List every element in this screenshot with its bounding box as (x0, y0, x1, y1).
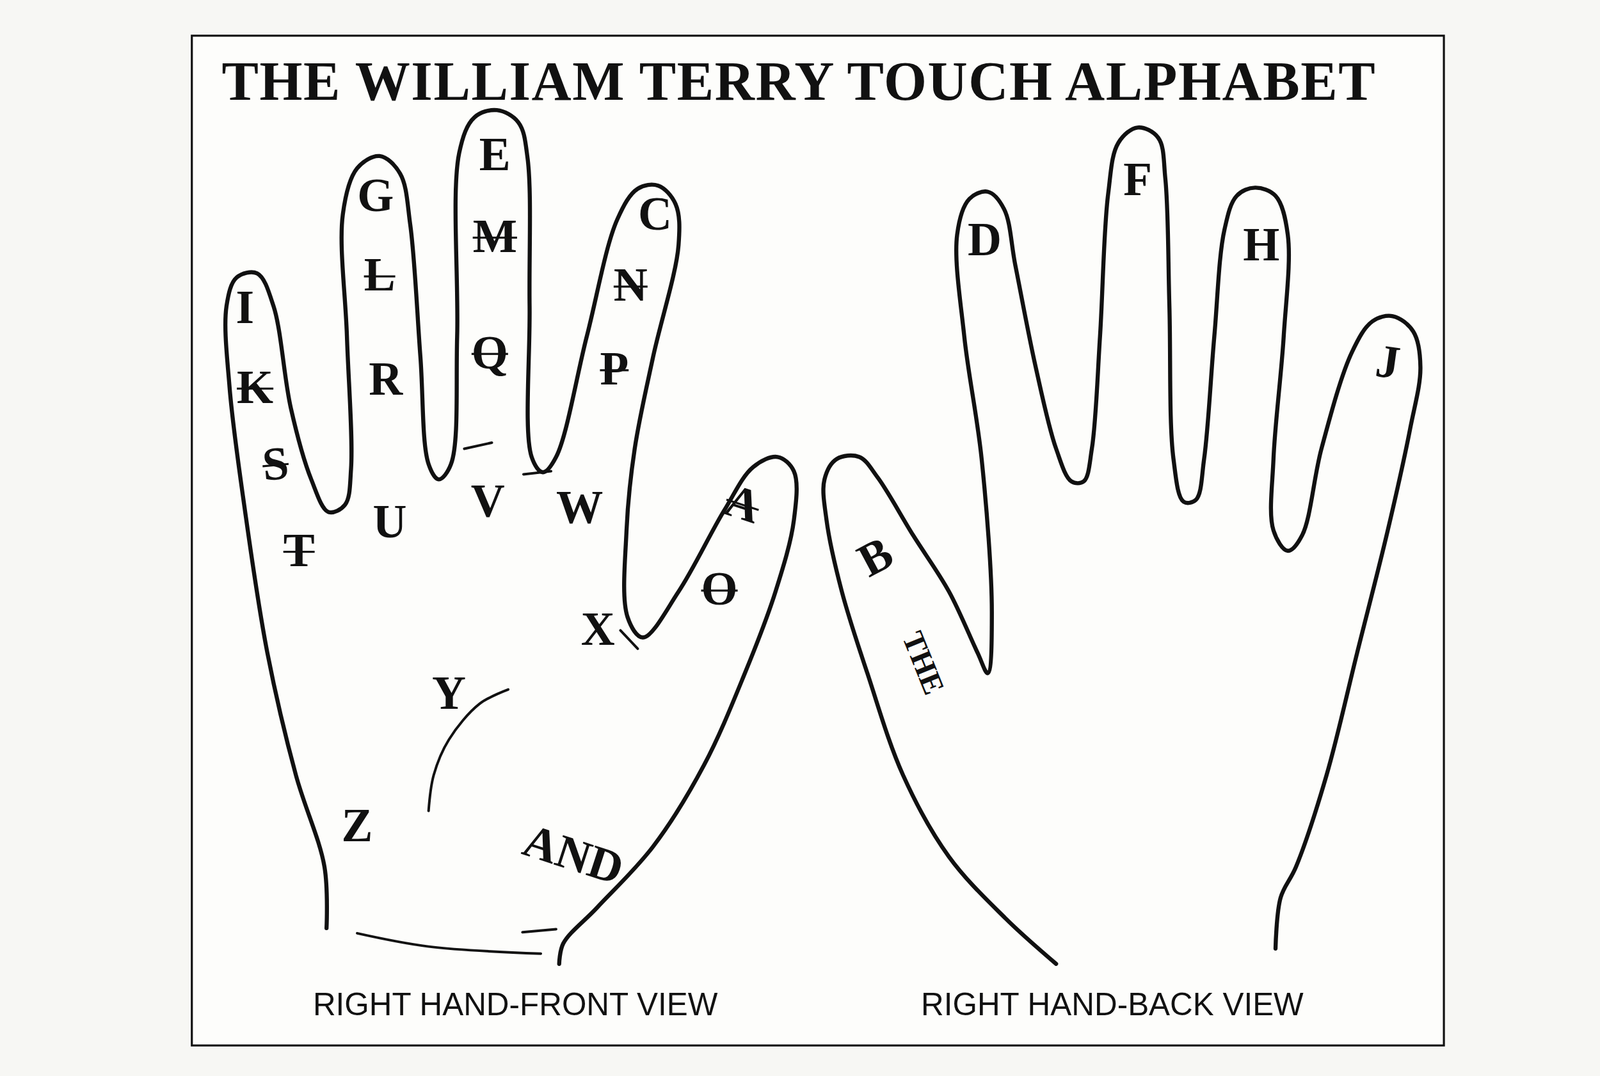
alphabet-letter: C (638, 190, 672, 238)
title: THE WILLIAM TERRY TOUCH ALPHABET (221, 54, 1376, 110)
alphabet-letter: V (471, 478, 505, 526)
view-caption: RIGHT HAND-BACK VIEW (920, 989, 1304, 1021)
crease-line (620, 630, 638, 649)
crease-line (522, 929, 557, 933)
alphabet-letter: D (967, 216, 1002, 264)
alphabet-letter: W (556, 484, 603, 532)
alphabet-letter: Y (432, 670, 466, 718)
hand-back-outline (823, 127, 1421, 965)
alphabet-letter: O (701, 566, 738, 614)
alphabet-letter: R (368, 355, 403, 403)
hand-front-outline (225, 110, 797, 965)
alphabet-letter: I (235, 284, 255, 332)
alphabet-letter: G (357, 172, 394, 219)
frame (192, 35, 1444, 1046)
alphabet-letter: E (479, 131, 511, 179)
crease-line (523, 471, 552, 475)
alphabet-letter: U (373, 499, 408, 546)
alphabet-letter: T (283, 527, 315, 575)
alphabet-letter: M (472, 213, 518, 260)
view-caption: RIGHT HAND-FRONT VIEW (312, 989, 719, 1021)
alphabet-letter: N (613, 262, 648, 310)
alphabet-letter: Q (471, 329, 509, 377)
alphabet-letter: S (260, 439, 291, 489)
alphabet-letter: F (1123, 156, 1152, 203)
alphabet-letter: L (364, 252, 396, 299)
alphabet-letter: X (581, 606, 616, 653)
alphabet-letter: H (1242, 221, 1280, 269)
alphabet-letter: P (599, 346, 629, 393)
alphabet-letter: Z (341, 803, 374, 850)
alphabet-letter: K (236, 364, 274, 411)
crease-line (357, 933, 541, 955)
crease-line (464, 442, 492, 450)
